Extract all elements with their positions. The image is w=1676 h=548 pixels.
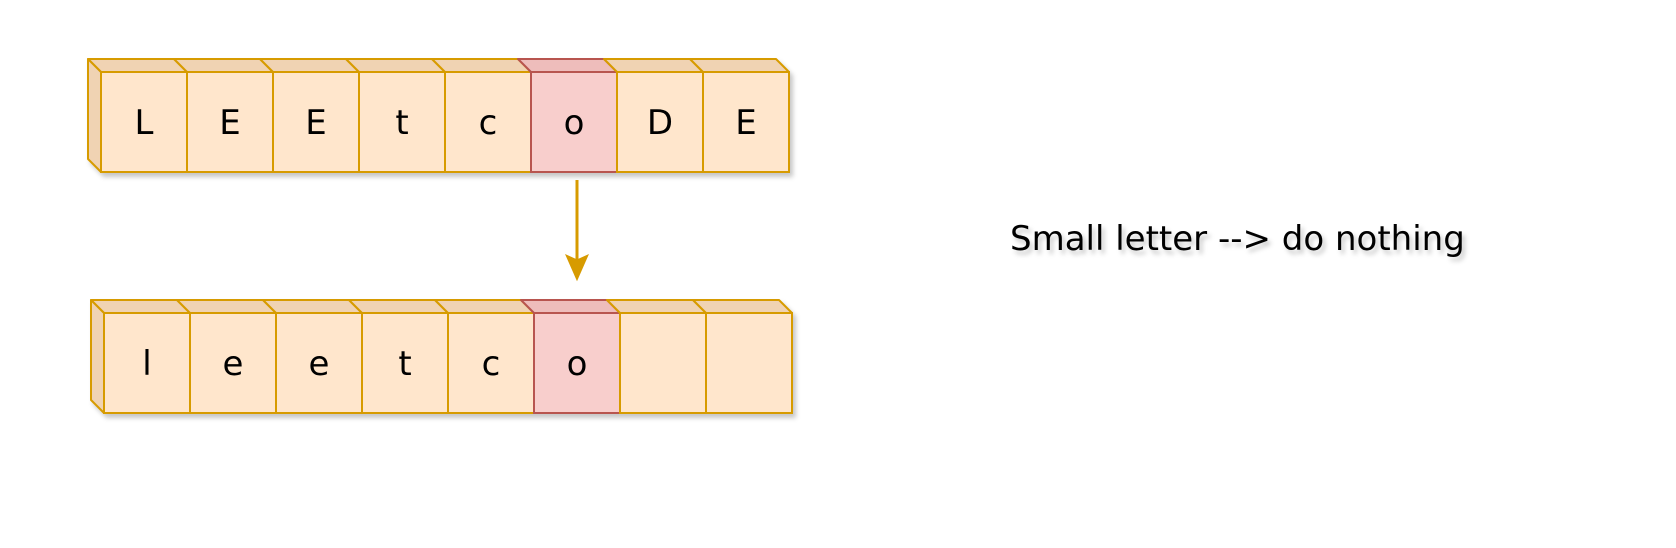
cell-top-face bbox=[603, 58, 704, 73]
cell-front-face bbox=[444, 71, 532, 173]
cell-front-face bbox=[533, 312, 621, 414]
bottom-row-cell: l bbox=[90, 299, 191, 414]
cell-letter: e bbox=[223, 344, 244, 384]
bottom-row-cell bbox=[692, 299, 793, 414]
cell-top-face bbox=[692, 299, 793, 314]
cell-front-face bbox=[619, 312, 707, 414]
cell-top-face bbox=[348, 299, 449, 314]
cell-top-face bbox=[606, 299, 707, 314]
cell-letter: D bbox=[647, 103, 673, 143]
cell-letter: E bbox=[219, 103, 240, 143]
bottom-row-cell: e bbox=[176, 299, 277, 414]
cell-letter: o bbox=[564, 103, 585, 143]
cell-top-face bbox=[90, 299, 191, 314]
top-row-cell: D bbox=[603, 58, 704, 173]
cell-front-face bbox=[189, 312, 277, 414]
cell-top-face bbox=[345, 58, 446, 73]
bottom-row-cell: c bbox=[434, 299, 535, 414]
cell-front-face bbox=[705, 312, 793, 414]
cell-front-face bbox=[100, 71, 188, 173]
cell-top-face bbox=[87, 58, 188, 73]
cell-top-face bbox=[517, 58, 618, 73]
cell-front-face bbox=[616, 71, 704, 173]
top-row-cell: E bbox=[689, 58, 790, 173]
cell-top-face bbox=[176, 299, 277, 314]
cell-letter: t bbox=[398, 344, 411, 384]
bottom-row-cell bbox=[606, 299, 707, 414]
transform-arrow bbox=[565, 180, 589, 282]
cell-letter: l bbox=[142, 344, 151, 384]
cell-front-face bbox=[275, 312, 363, 414]
bottom-row-cell: o bbox=[520, 299, 621, 414]
top-row-cell: c bbox=[431, 58, 532, 173]
cell-front-face bbox=[530, 71, 618, 173]
cell-letter: c bbox=[482, 344, 501, 384]
top-row-cell: E bbox=[173, 58, 274, 173]
cell-letter: E bbox=[735, 103, 756, 143]
cell-front-face bbox=[702, 71, 790, 173]
cell-top-face bbox=[520, 299, 621, 314]
arrow-head bbox=[565, 254, 589, 282]
cell-letter: e bbox=[309, 344, 330, 384]
cell-front-face bbox=[447, 312, 535, 414]
cell-letter: t bbox=[395, 103, 408, 143]
cell-front-face bbox=[186, 71, 274, 173]
cell-letter: o bbox=[567, 344, 588, 384]
cell-front-face bbox=[361, 312, 449, 414]
cell-front-face bbox=[103, 312, 191, 414]
cell-letter: c bbox=[479, 103, 498, 143]
cell-top-face bbox=[259, 58, 360, 73]
top-row-cell: t bbox=[345, 58, 446, 173]
top-row-cell: E bbox=[259, 58, 360, 173]
cell-top-face bbox=[262, 299, 363, 314]
caption-text: Small letter --> do nothing bbox=[1010, 219, 1465, 259]
top-row-cell: L bbox=[87, 58, 188, 173]
cell-top-face bbox=[431, 58, 532, 73]
cell-side-face bbox=[90, 299, 105, 414]
bottom-row-cell: t bbox=[348, 299, 449, 414]
cell-top-face bbox=[173, 58, 274, 73]
cell-letter: L bbox=[135, 103, 154, 143]
cell-front-face bbox=[272, 71, 360, 173]
bottom-row-cell: e bbox=[262, 299, 363, 414]
cell-top-face bbox=[434, 299, 535, 314]
cell-letter: E bbox=[305, 103, 326, 143]
top-row-cell: o bbox=[517, 58, 618, 173]
cell-side-face bbox=[87, 58, 102, 173]
cell-top-face bbox=[689, 58, 790, 73]
